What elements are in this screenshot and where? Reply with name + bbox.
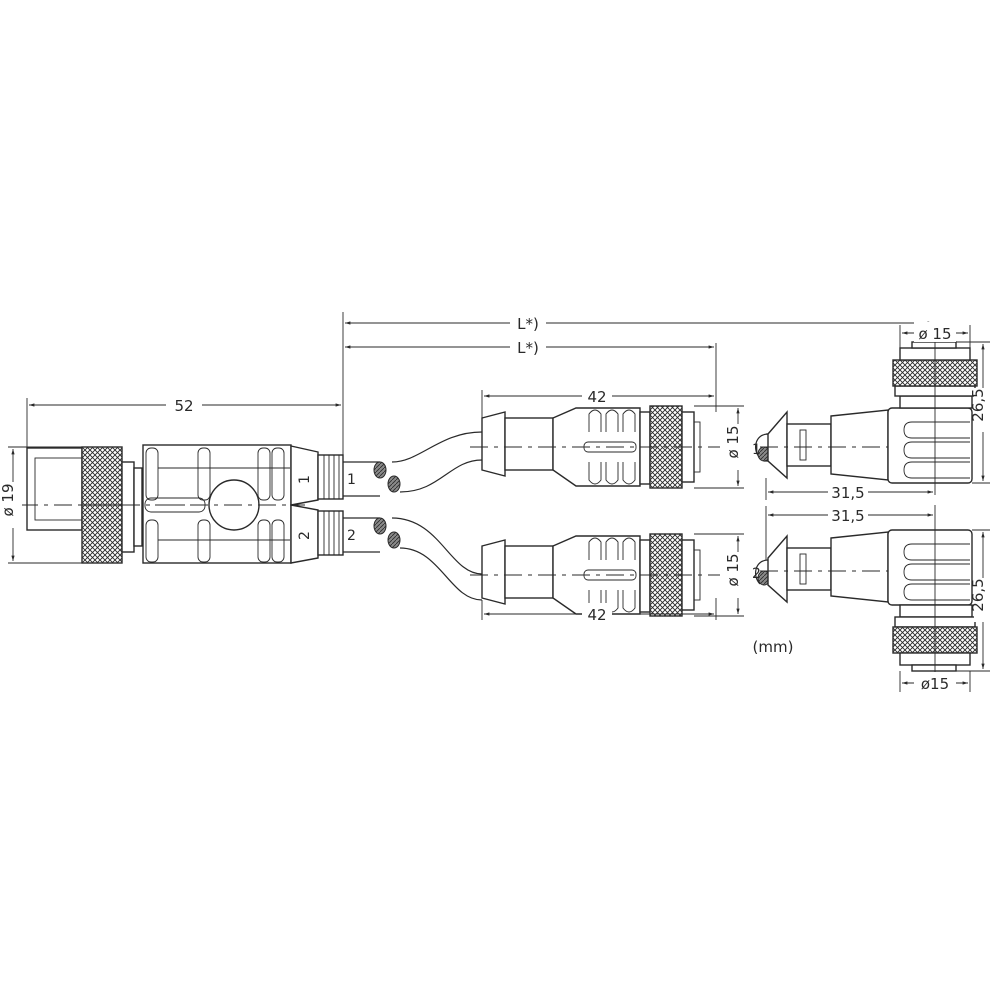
splitter-assembly: 1 2 <box>20 444 344 564</box>
dim-straight-length-bottom: 42 <box>587 606 606 624</box>
dim-splitter-diameter: ø 19 <box>0 483 17 516</box>
dimension-lines: 52 ø 19 L*) L*) 42 42 ø 15 ø 15 <box>0 312 994 693</box>
angled-connector-top: 1 <box>752 325 978 495</box>
dim-cable-length-short: L*) <box>517 339 539 357</box>
angled-connector-bottom: 2 <box>752 505 978 690</box>
dim-angled-diameter-top: ø 15 <box>918 325 951 343</box>
units-label: (mm) <box>753 638 794 656</box>
dim-angled-height-bottom: 26,5 <box>969 578 987 611</box>
dim-splitter-length: 52 <box>174 397 193 415</box>
branch-2-label: 2 <box>752 566 761 582</box>
branch-1-label: 1 <box>752 442 761 458</box>
dim-cable-length-long: L*) <box>517 315 539 333</box>
dim-straight-diameter-bottom: ø 15 <box>724 553 742 586</box>
straight-connector-top <box>470 405 720 489</box>
splitter-port-1-label: 1 <box>297 475 313 484</box>
dim-angled-length-bottom: 31,5 <box>831 507 864 525</box>
cable-breaks: 1 2 <box>343 431 483 601</box>
dim-straight-length-top: 42 <box>587 388 606 406</box>
dim-angled-diameter-bottom: ø15 <box>921 675 949 693</box>
splitter-port-2-label: 2 <box>297 531 313 540</box>
male-thread-stub <box>26 447 83 531</box>
dim-angled-length-top: 31,5 <box>831 484 864 502</box>
dim-angled-height-top: 26,5 <box>969 388 987 421</box>
splitter-out-2-label: 2 <box>347 528 356 544</box>
dim-straight-diameter-top: ø 15 <box>724 425 742 458</box>
splitter-out-1-label: 1 <box>347 472 356 488</box>
